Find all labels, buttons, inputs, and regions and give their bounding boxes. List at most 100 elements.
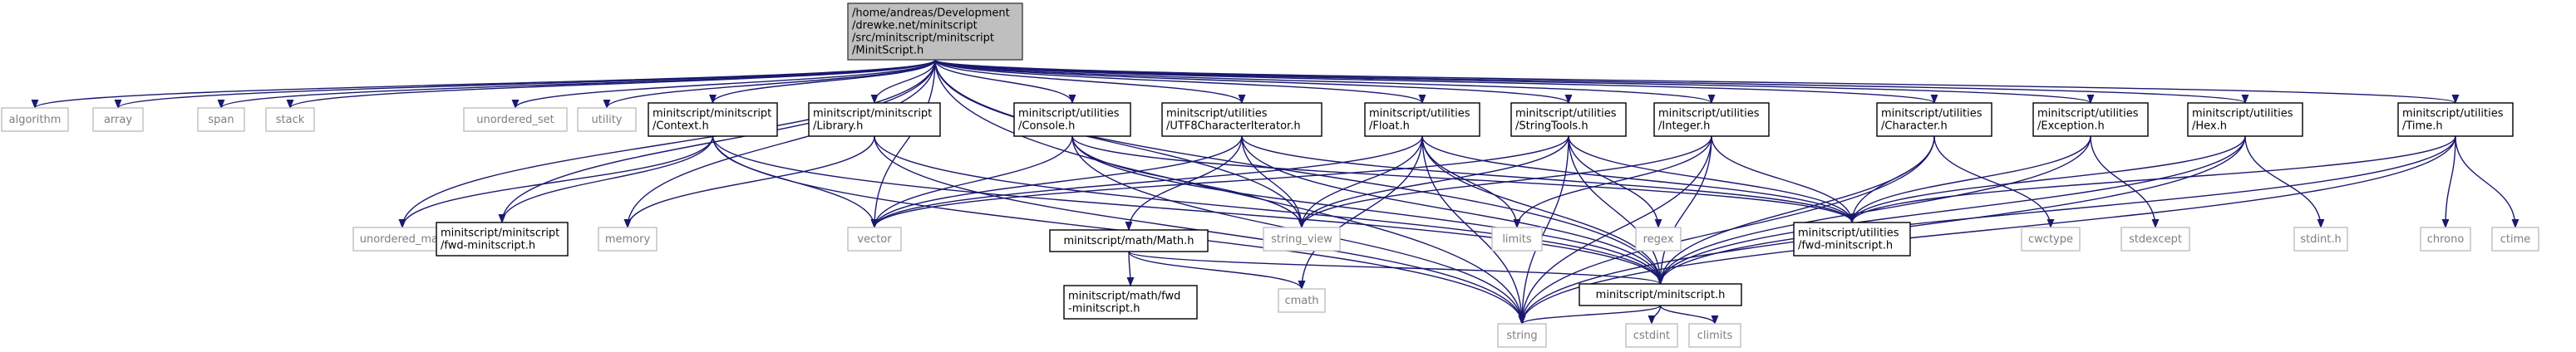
edge-float-to-vector [870, 135, 1423, 229]
node-box [2021, 227, 2081, 252]
node-label: string [1506, 330, 1537, 342]
edge-float-to-fwd_util [1421, 135, 1856, 224]
node-box [577, 107, 637, 132]
node-fwd-ms[interactable]: minitscript/minitscript/fwd-minitscript.… [436, 222, 569, 257]
node-minitscript-h[interactable]: minitscript/minitscript.h [1579, 283, 1742, 306]
node-label: stdint.h [2300, 233, 2341, 246]
edge-root-to-integer [934, 59, 1716, 105]
node-label: minitscript/utilities [2402, 108, 2504, 120]
node-label: minitscript/utilities [1369, 108, 1470, 120]
node-box [92, 107, 144, 132]
node-box [1278, 288, 1326, 313]
node-label: array [104, 114, 132, 126]
node-utility: utility [577, 107, 637, 132]
edge-root-to-unordered_map [398, 59, 936, 229]
edge-stringtools-to-fwd_util [1568, 135, 1856, 224]
node-context[interactable]: minitscript/minitscript/Context.h [648, 102, 778, 137]
node-label: string_view [1271, 233, 1332, 246]
node-label: unordered_map [360, 233, 446, 246]
node-box [352, 227, 452, 252]
node-box [808, 102, 941, 137]
node-label: minitscript/minitscript [441, 227, 559, 240]
node-box [1364, 102, 1480, 137]
node-string-view: string_view [1263, 227, 1341, 252]
node-label: minitscript/utilities [1515, 108, 1617, 120]
edge-console-to-vector [870, 135, 1073, 229]
node-box [2120, 227, 2190, 252]
node-label: /MinitScript.h [852, 45, 924, 57]
node-box [1876, 102, 1992, 137]
node-label: /home/andreas/Development [852, 7, 1010, 20]
edge-minitscript_h-to-climits [1659, 305, 1719, 325]
node-hex[interactable]: minitscript/utilities/Hex.h [2187, 102, 2303, 137]
edge-root-to-stringtools [934, 59, 1573, 105]
node-integer[interactable]: minitscript/utilities/Integer.h [1653, 102, 1770, 137]
node-label: minitscript/minitscript [813, 108, 932, 120]
node-box [1510, 102, 1627, 137]
node-label: minitscript/utilities [1166, 108, 1268, 120]
node-label: unordered_set [476, 114, 554, 126]
edge-character-to-string [1518, 135, 1935, 325]
node-ctime: ctime [2491, 227, 2539, 252]
node-utf8[interactable]: minitscript/utilities/UTF8CharacterItera… [1161, 102, 1322, 137]
edge-utf8-to-fwd_util [1241, 135, 1856, 224]
node-float[interactable]: minitscript/utilities/Float.h [1364, 102, 1480, 137]
node-array: array [92, 107, 144, 132]
node-library[interactable]: minitscript/minitscript/Library.h [808, 102, 941, 137]
edge-root-to-fwd_ms [498, 59, 936, 224]
node-label: /Integer.h [1658, 120, 1710, 133]
node-climits: climits [1688, 323, 1741, 348]
edge-time-to-ctime [2455, 135, 2519, 229]
node-box [2397, 102, 2514, 137]
node-string: string [1497, 323, 1547, 348]
node-box [2293, 227, 2348, 252]
node-character[interactable]: minitscript/utilities/Character.h [1876, 102, 1992, 137]
node-exception[interactable]: minitscript/utilities/Exception.h [2032, 102, 2149, 137]
node-stringtools[interactable]: minitscript/utilities/StringTools.h [1510, 102, 1627, 137]
node-math[interactable]: minitscript/math/Math.h [1049, 229, 1209, 252]
node-unordered-set: unordered_set [463, 107, 568, 132]
node-vector: vector [847, 227, 902, 252]
node-label: -minitscript.h [1068, 303, 1140, 315]
node-box [648, 102, 778, 137]
edge-utf8-to-string_view [1241, 135, 1306, 229]
node-root[interactable]: /home/andreas/Development/drewke.net/min… [847, 2, 1023, 61]
node-math-fwd[interactable]: minitscript/math/fwd-minitscript.h [1063, 285, 1198, 320]
node-cmath: cmath [1278, 288, 1326, 313]
node-label: chrono [2427, 233, 2465, 246]
edge-stringtools-to-vector [870, 135, 1569, 229]
edge-utf8-to-minitscript_h [1241, 135, 1664, 286]
node-box [1013, 102, 1131, 137]
node-box [1063, 285, 1198, 320]
edge-root-to-context [709, 59, 936, 105]
node-box [1635, 227, 1682, 252]
edge-root-to-utf8 [934, 59, 1246, 105]
edge-stringtools-to-string_view [1298, 135, 1569, 229]
edge-root-to-vector [870, 59, 936, 229]
node-console[interactable]: minitscript/utilities/Console.h [1013, 102, 1131, 137]
edge-stringtools-to-string [1518, 135, 1569, 325]
node-label: vector [857, 233, 892, 246]
edge-float-to-string_view [1298, 135, 1423, 229]
node-chrono: chrono [2420, 227, 2471, 252]
node-time[interactable]: minitscript/utilities/Time.h [2397, 102, 2514, 137]
edge-console-to-fwd_util [1071, 135, 1856, 224]
node-fwd-util[interactable]: minitscript/utilities/fwd-minitscript.h [1793, 222, 1911, 257]
node-label: minitscript/math/fwd [1068, 291, 1180, 303]
node-stdexcept: stdexcept [2120, 227, 2190, 252]
node-box [847, 227, 902, 252]
node-label: utility [592, 114, 623, 126]
edge-minitscript_h-to-string [1518, 305, 1662, 325]
node-label: /UTF8CharacterIterator.h [1166, 120, 1301, 133]
node-box [1161, 102, 1322, 137]
node-label: minitscript/utilities [2192, 108, 2293, 120]
edge-root-to-exception [934, 59, 2094, 105]
node-cwctype: cwctype [2021, 227, 2081, 252]
edge-float-to-cmath [1298, 135, 1423, 291]
edge-float-to-string [1421, 135, 1526, 325]
node-label: /Character.h [1881, 120, 1948, 133]
edge-context-to-minitscript_h [712, 135, 1664, 286]
node-label: minitscript/minitscript [653, 108, 771, 120]
edge-character-to-minitscript_h [1657, 135, 1935, 286]
edge-time-to-minitscript_h [1657, 135, 2456, 286]
